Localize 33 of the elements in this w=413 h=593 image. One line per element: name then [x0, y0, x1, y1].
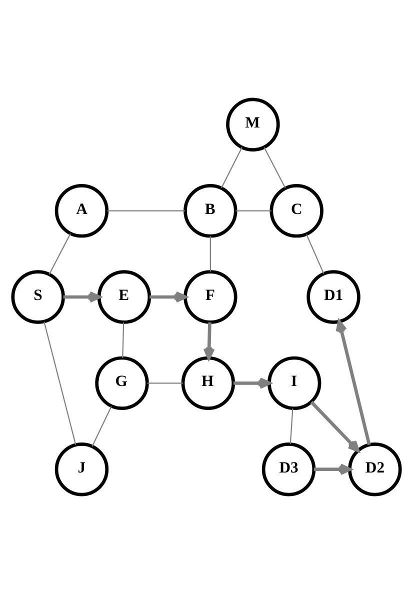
node-circle: I [268, 356, 322, 410]
arrow [310, 400, 360, 452]
connector [306, 234, 324, 274]
connector [220, 146, 242, 188]
node-circle: D2 [348, 442, 402, 496]
node-circle: M [226, 97, 280, 152]
node-circle: A [54, 183, 109, 238]
connector [48, 232, 71, 274]
node-circle: C [270, 183, 324, 238]
node-circle: D3 [262, 442, 316, 496]
arrow [150, 290, 187, 302]
node-circle: H [181, 356, 236, 410]
connector [107, 210, 186, 211]
arrow [336, 320, 371, 445]
node-circle: D1 [306, 270, 360, 324]
arrow [314, 463, 352, 475]
connector [210, 236, 211, 272]
arrow [203, 322, 215, 360]
arrow [233, 376, 271, 388]
node-circle: E [97, 270, 152, 324]
connector [122, 322, 124, 358]
node-circle: G [95, 356, 149, 410]
node-circle: J [54, 442, 109, 496]
node-circle: S [11, 270, 65, 324]
connector [264, 146, 286, 188]
connector [147, 382, 183, 384]
connector [44, 321, 76, 444]
arrow [63, 290, 101, 302]
connector [236, 210, 272, 211]
node-circle: F [184, 270, 238, 324]
node-circle: B [184, 183, 238, 238]
connector [290, 408, 294, 444]
connector [92, 406, 112, 446]
